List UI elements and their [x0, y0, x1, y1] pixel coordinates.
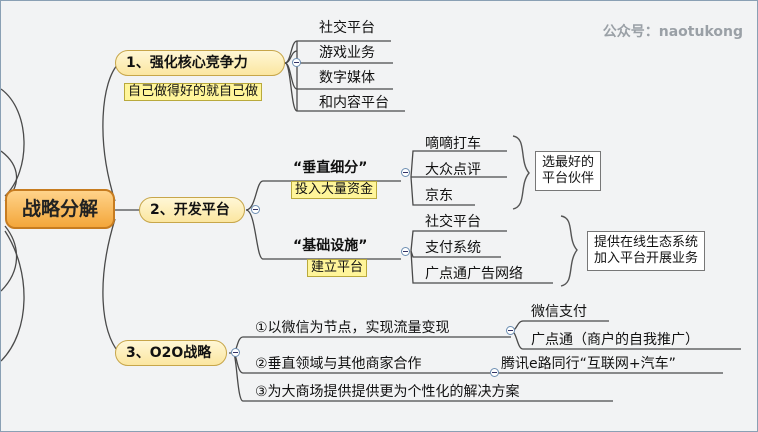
- callout-line: 选最好的: [542, 155, 595, 170]
- collapse-toggle-icon[interactable]: [401, 168, 410, 177]
- root-node[interactable]: 战略分解: [5, 189, 115, 229]
- leaf-social-platform[interactable]: 社交平台: [319, 20, 375, 36]
- leaf-content-platform[interactable]: 和内容平台: [319, 95, 389, 111]
- collapse-toggle-icon[interactable]: [401, 247, 410, 256]
- callout-line: 平台伙伴: [542, 171, 595, 186]
- o2o-item-vertical-partnership[interactable]: ②垂直领域与其他商家合作: [255, 356, 422, 372]
- leaf-gdt-merchant-promo[interactable]: 广点通（商户的自我推广）: [531, 332, 699, 348]
- o2o-item-mall-solutions[interactable]: ③为大商场提供提供更为个性化的解决方案: [255, 384, 520, 400]
- watermark: 公众号：naotukong: [602, 24, 743, 40]
- collapse-toggle-icon[interactable]: [231, 348, 240, 357]
- leaf-jd[interactable]: 京东: [425, 188, 453, 204]
- collapse-toggle-icon[interactable]: [251, 205, 260, 214]
- callout-line: 提供在线生态系统: [594, 235, 699, 250]
- branch-o2o-strategy[interactable]: 3、O2O战略: [115, 340, 227, 366]
- branch-core-competence[interactable]: 1、强化核心竞争力: [115, 50, 285, 76]
- collapse-toggle-icon[interactable]: [506, 326, 515, 335]
- leaf-game-business[interactable]: 游戏业务: [319, 45, 375, 61]
- branch-open-platform[interactable]: 2、开发平台: [139, 197, 245, 223]
- leaf-didi[interactable]: 嘀嘀打车: [425, 136, 481, 152]
- leaf-digital-media[interactable]: 数字媒体: [319, 70, 375, 86]
- collapse-toggle-icon[interactable]: [490, 368, 499, 377]
- sub-infrastructure-note: 建立平台: [307, 259, 368, 277]
- callout-ecosystem: 提供在线生态系统 加入平台开展业务: [587, 231, 706, 271]
- leaf-social-platform-2[interactable]: 社交平台: [425, 214, 481, 230]
- sub-vertical-segment[interactable]: “垂直细分”: [293, 160, 368, 176]
- leaf-wechat-pay[interactable]: 微信支付: [531, 304, 587, 320]
- sub-vertical-segment-note: 投入大量资金: [291, 181, 378, 199]
- callout-best-partners: 选最好的 平台伙伴: [535, 151, 602, 191]
- leaf-tencent-car[interactable]: 腾讯e路同行“互联网+汽车”: [501, 356, 676, 372]
- sub-infrastructure[interactable]: “基础设施”: [293, 238, 368, 254]
- leaf-dianping[interactable]: 大众点评: [425, 162, 481, 178]
- collapse-toggle-icon[interactable]: [292, 58, 301, 67]
- leaf-payment-system[interactable]: 支付系统: [425, 240, 481, 256]
- leaf-gdt-ad-network[interactable]: 广点通广告网络: [425, 266, 523, 282]
- callout-line: 加入平台开展业务: [594, 251, 699, 266]
- branch-core-competence-note: 自己做得好的就自己做: [124, 83, 263, 101]
- o2o-item-wechat-hub[interactable]: ①以微信为节点，实现流量变现: [255, 320, 450, 336]
